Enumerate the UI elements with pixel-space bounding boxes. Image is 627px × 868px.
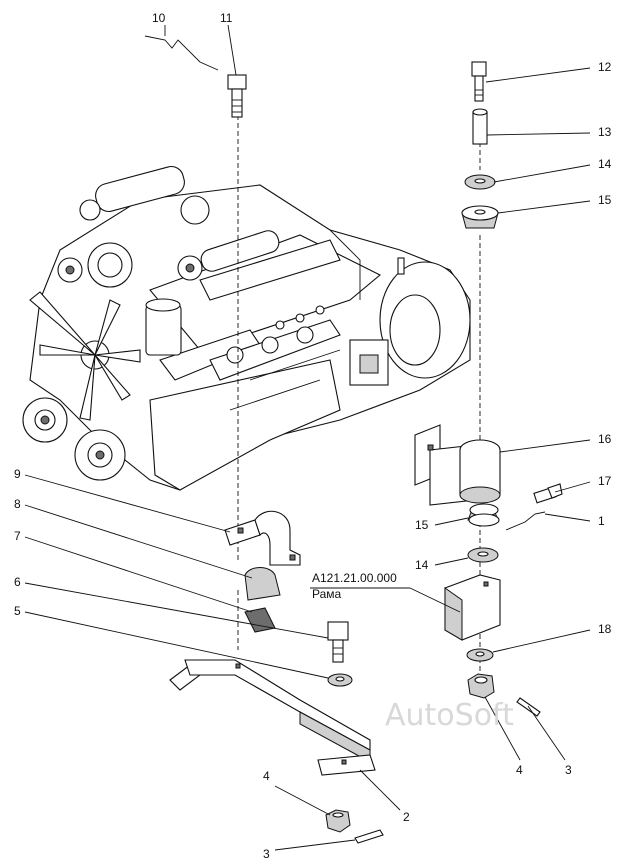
- part-12-bolt: [471, 61, 487, 102]
- callout-2: 2: [403, 810, 410, 824]
- part-5-washer: [327, 673, 353, 687]
- callout-7: 7: [14, 529, 21, 543]
- engine-assembly: [22, 165, 471, 491]
- callout-15-lower: 15: [415, 518, 429, 532]
- callout-11: 11: [220, 11, 233, 25]
- callout-4-bottom: 4: [263, 769, 270, 783]
- part-18-washer: [466, 648, 494, 662]
- frame-name-label: Рама: [312, 587, 342, 601]
- part-16-bracket: [414, 424, 501, 506]
- part-14-washer-lower: [467, 547, 499, 563]
- frame-code-label: А121.21.00.000: [312, 571, 397, 585]
- callout-5: 5: [14, 604, 21, 618]
- part-1-pin: [505, 511, 546, 531]
- part-9-clamp: [224, 510, 301, 566]
- callout-14-top: 14: [598, 157, 612, 171]
- callout-labels: 10 11 12 13 14 15 16 17 1 15 14 18 9 8 7…: [14, 11, 612, 861]
- callout-9: 9: [14, 467, 21, 481]
- callout-12: 12: [598, 60, 612, 74]
- callout-16: 16: [598, 432, 612, 446]
- watermark: AutoSoft: [385, 698, 514, 733]
- callout-3-bottom: 3: [263, 847, 270, 861]
- part-3-cotter-pin: [354, 829, 384, 844]
- callout-15-top: 15: [598, 193, 612, 207]
- callout-14-lower: 14: [415, 558, 429, 572]
- part-2-frame-beam: [169, 659, 376, 776]
- part-15-cushion-top: [461, 205, 499, 229]
- callout-1: 1: [598, 514, 605, 528]
- callout-13: 13: [598, 125, 612, 139]
- callout-6: 6: [14, 575, 21, 589]
- part-8-cushion: [244, 567, 281, 601]
- part-4-nut: [325, 809, 351, 833]
- part-6-bolt: [327, 621, 349, 663]
- callout-17: 17: [598, 474, 612, 488]
- part-13-sleeve: [472, 108, 488, 145]
- part-17-bolt: [533, 483, 563, 504]
- part-4-nut-right: [467, 673, 495, 699]
- part-14-washer-top: [464, 174, 496, 190]
- callout-8: 8: [14, 497, 21, 511]
- part-10-pin: [144, 35, 219, 71]
- leader-lines: [24, 24, 591, 851]
- part-15-cushion-lower: [467, 503, 500, 527]
- callout-18: 18: [598, 622, 612, 636]
- callout-3-right: 3: [565, 763, 572, 777]
- callout-10: 10: [152, 11, 166, 25]
- part-11-bolt: [227, 74, 247, 118]
- fan: [29, 291, 141, 421]
- frame-bracket: [444, 574, 501, 641]
- callout-4-right: 4: [516, 763, 523, 777]
